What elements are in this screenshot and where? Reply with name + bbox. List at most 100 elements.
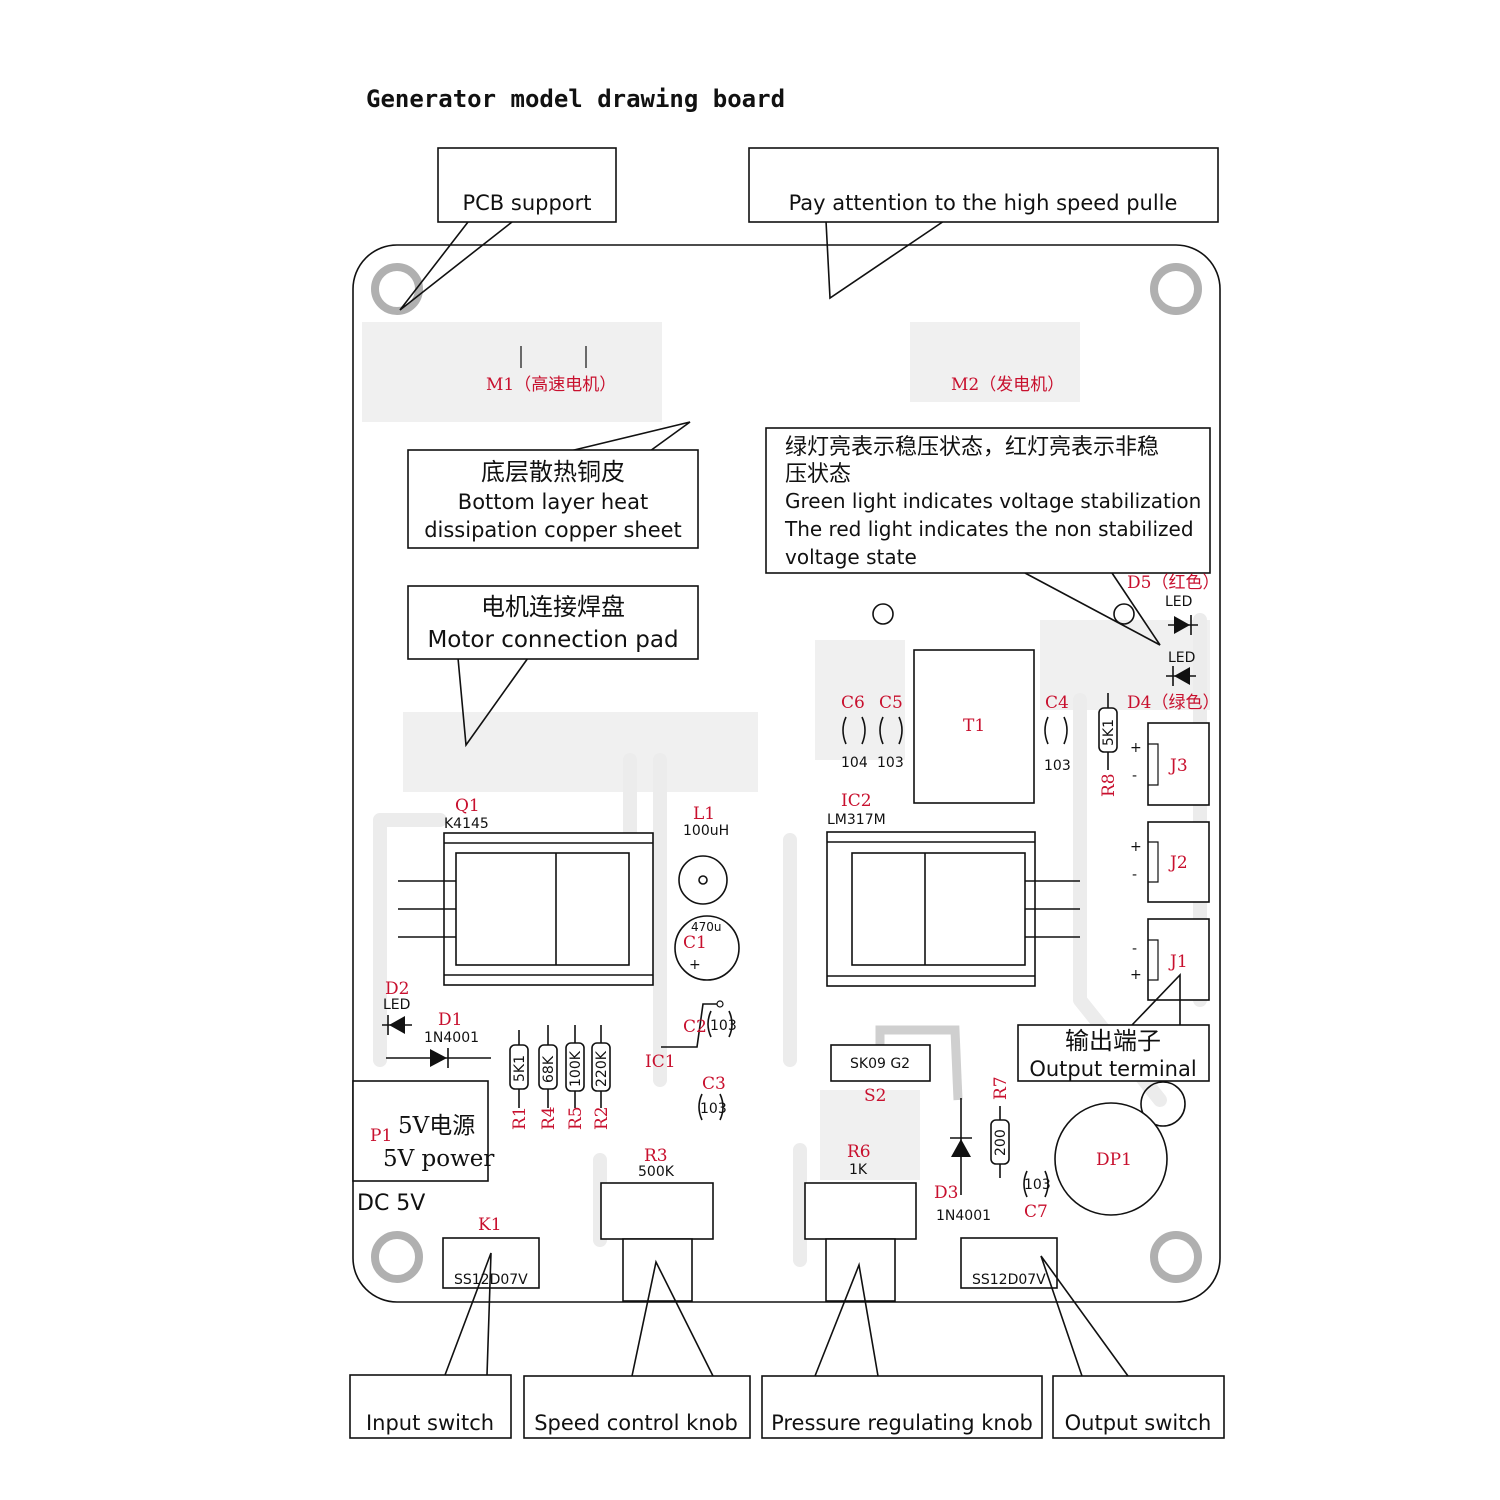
c1-capacitor — [674, 915, 740, 981]
test-point — [1113, 603, 1135, 625]
ic2-part: LM317M — [827, 812, 886, 828]
dc-5v-label: DC 5V — [357, 1191, 425, 1216]
mounting-hole-top-left — [371, 263, 423, 315]
callout-text: Pressure regulating knob — [771, 1411, 1033, 1435]
r7-resistor — [990, 1119, 1010, 1165]
callout-pointer — [814, 1262, 879, 1377]
callout-box — [1017, 1024, 1210, 1082]
s2-jumper — [875, 1025, 963, 1101]
callout-output-terminal: 输出端子 Output terminal — [1017, 973, 1210, 1082]
callout-led-status: 绿灯亮表示稳压状态，红灯亮表示非稳 压状态 Green light indica… — [765, 427, 1211, 646]
k1-label: K1 — [478, 1215, 502, 1235]
r4-resistor — [538, 1044, 558, 1090]
c2-trace — [661, 1003, 717, 1048]
callout-box — [748, 147, 1219, 223]
d5-led-icon — [1168, 615, 1198, 635]
callout-text-en: dissipation copper sheet — [424, 518, 682, 542]
j2-label: J2 — [1168, 853, 1188, 873]
s3-part: SS12D07V — [972, 1272, 1046, 1288]
c3-label: C3 — [702, 1074, 726, 1094]
callout-box — [761, 1375, 1043, 1439]
l1-pin — [698, 875, 708, 885]
d3-part: 1N4001 — [936, 1208, 991, 1224]
d4-led-icon — [1166, 666, 1196, 686]
callout-text-en: voltage state — [785, 545, 917, 569]
r3-value: 500K — [638, 1164, 675, 1180]
capacitor-icon — [842, 716, 1068, 745]
r3-label: R3 — [644, 1146, 668, 1166]
d2-label: D2 — [385, 979, 409, 999]
callout-text: Speed control knob — [534, 1411, 738, 1435]
r7-label: R7 — [991, 1076, 1011, 1100]
c1-label: C1 — [683, 933, 707, 953]
s2-part: SK09 G2 — [850, 1056, 910, 1072]
d4-label: D4（绿色） — [1127, 693, 1219, 713]
t1-label: T1 — [963, 716, 985, 736]
callout-pointer — [444, 1252, 492, 1376]
callout-pointer — [399, 221, 513, 311]
m1-label: M1（高速电机） — [486, 375, 616, 395]
r5-resistor — [565, 1042, 585, 1092]
k1-part: SS12D07V — [454, 1272, 528, 1288]
j3-minus: - — [1132, 768, 1137, 784]
p1-text-cn: 5V电源 — [398, 1113, 475, 1139]
c1-plus: + — [689, 957, 701, 973]
callout-text-cn: 绿灯亮表示稳压状态，红灯亮表示非稳 — [785, 435, 1159, 460]
p1-text-en: 5V power — [383, 1146, 494, 1172]
callout-box — [407, 449, 699, 549]
callout-text: Pay attention to the high speed pulle — [789, 191, 1178, 215]
c7-value: 103 — [1024, 1177, 1051, 1193]
callout-text-cn: 底层散热铜皮 — [481, 458, 625, 486]
d3-diode-icon — [950, 1098, 972, 1195]
j1-label: J1 — [1168, 952, 1188, 972]
callout-box — [437, 147, 617, 223]
r1-label: R1 — [510, 1106, 530, 1130]
r1-value: 5K1 — [512, 1055, 528, 1082]
q1-part: K4145 — [444, 816, 489, 832]
callout-box — [523, 1375, 751, 1439]
l1-label: L1 — [693, 804, 715, 824]
r4-label: R4 — [539, 1106, 559, 1130]
callout-pointer — [457, 657, 529, 748]
dp1-display — [1054, 1081, 1186, 1216]
callout-box — [765, 427, 1211, 574]
copper-pad — [910, 322, 1080, 402]
d1-diode-icon — [386, 1048, 491, 1068]
r6-label: R6 — [847, 1142, 871, 1162]
copper-pad — [820, 1090, 920, 1180]
j1-minus: - — [1132, 941, 1137, 957]
c5-label: C5 — [879, 693, 903, 713]
r5-label: R5 — [566, 1106, 586, 1130]
callout-pointer — [1040, 1255, 1129, 1377]
r2-resistor — [591, 1042, 611, 1092]
callout-speed-knob: Speed control knob — [523, 1259, 751, 1439]
l1-value: 100uH — [683, 823, 729, 839]
callout-text-en: Bottom layer heat — [458, 490, 648, 514]
j3-plus: + — [1130, 740, 1142, 756]
capacitor-icon — [707, 1010, 733, 1038]
callout-text-en: Motor connection pad — [427, 627, 678, 653]
callout-text-cn: 输出端子 — [1065, 1027, 1161, 1055]
callout-box — [1052, 1375, 1225, 1439]
callout-pointer — [1131, 973, 1181, 1026]
callout-pressure-knob: Pressure regulating knob — [761, 1262, 1043, 1439]
j2-minus: - — [1132, 867, 1137, 883]
callout-pcb-support: PCB support — [399, 147, 617, 311]
r7-value: 200 — [993, 1129, 1009, 1156]
copper-pad — [1040, 620, 1210, 710]
ic1-label: IC1 — [645, 1052, 676, 1072]
d1-part: 1N4001 — [424, 1030, 479, 1046]
mounting-hole-bottom-right — [1150, 1231, 1202, 1283]
dp1-label: DP1 — [1096, 1150, 1132, 1170]
test-point — [872, 603, 894, 625]
d2-led-icon — [382, 1015, 412, 1035]
ic2-label: IC2 — [841, 791, 872, 811]
q1-mosfet — [398, 832, 654, 986]
c6-label: C6 — [841, 693, 865, 713]
resistor-bank — [509, 1025, 611, 1108]
copper-background — [362, 322, 1210, 1267]
c2-value: 103 — [710, 1018, 737, 1034]
r8-label: R8 — [1099, 773, 1119, 797]
s2-switch — [830, 1044, 931, 1082]
